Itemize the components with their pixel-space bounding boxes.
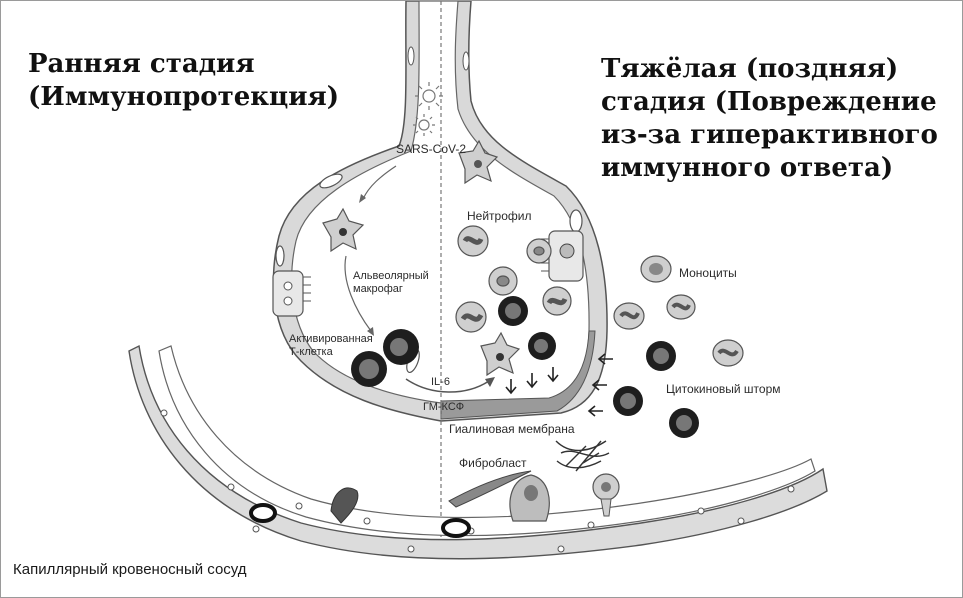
label-virus: SARS-CoV-2 (396, 142, 466, 156)
label-neutrophil: Нейтрофил (467, 209, 531, 223)
wall-nucleus (276, 246, 284, 266)
activated-tcell (351, 351, 387, 387)
neutrophil (543, 287, 571, 315)
tcell-right (498, 296, 528, 326)
lymphocyte (669, 408, 699, 438)
label-macrophage-1: Альвеолярный (353, 270, 429, 282)
heading-late-line: Тяжёлая (поздняя) (601, 53, 938, 86)
label-il6: IL-6 (431, 376, 450, 388)
wall-nucleus (570, 210, 582, 232)
monocyte (667, 295, 695, 319)
label-capillary: Капиллярный кровеносный сосуд (13, 561, 247, 578)
neutrophil (527, 239, 551, 263)
label-tcell-2: Т-клетка (289, 346, 334, 358)
tcell-right (528, 332, 556, 360)
red-blood-cell (251, 505, 275, 521)
monocyte (641, 256, 671, 282)
label-gmcsf: ГМ-КСФ (423, 401, 464, 413)
wall-nucleus (463, 52, 469, 70)
label-monocytes: Моноциты (679, 266, 737, 280)
heading-early-line: Ранняя стадия (28, 48, 339, 81)
label-cytokine-storm: Цитокиновый шторм (666, 382, 781, 396)
heading-late-stage: Тяжёлая (поздняя) стадия (Повреждение из… (601, 53, 938, 185)
heading-late-line: иммунного ответа) (601, 152, 938, 185)
emerging-monocyte (510, 475, 549, 521)
label-hyaline: Гиалиновая мембрана (449, 422, 575, 436)
neutrophil (456, 302, 486, 332)
red-blood-cell (443, 520, 469, 536)
neutrophil (458, 226, 488, 256)
neutrophil (489, 267, 517, 295)
wall-nucleus (408, 47, 414, 65)
fibroblast-fibres (556, 441, 609, 471)
heading-early-line: (Иммунопротекция) (28, 81, 339, 114)
label-macrophage-2: макрофаг (353, 283, 403, 295)
heading-early-stage: Ранняя стадия (Иммунопротекция) (28, 48, 339, 114)
heading-late-line: стадия (Повреждение (601, 86, 938, 119)
monocyte (713, 340, 743, 366)
heading-late-line: из-за гиперактивного (601, 119, 938, 152)
lymphocyte (613, 386, 643, 416)
label-fibroblast: Фибробласт (459, 456, 527, 470)
lymphocyte (646, 341, 676, 371)
monocyte (614, 303, 644, 329)
activated-tcell (383, 329, 419, 365)
label-tcell-1: Активированная (289, 333, 373, 345)
